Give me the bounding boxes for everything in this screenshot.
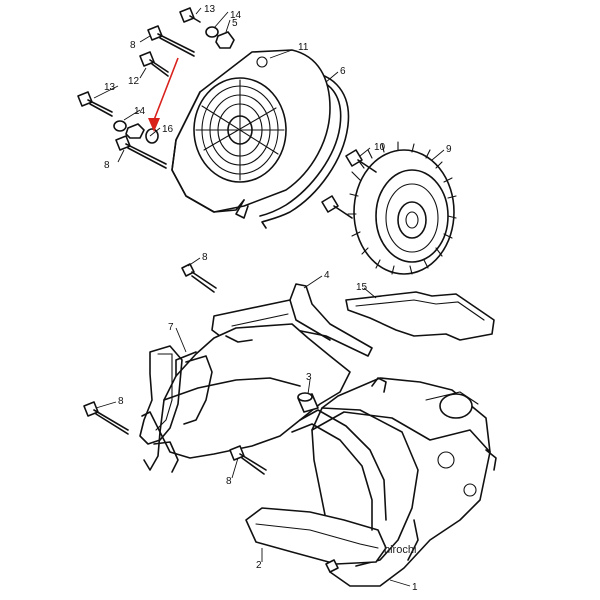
- label-6: 6: [340, 66, 346, 77]
- label-9: 9: [446, 144, 452, 155]
- lower-bolts: [83, 401, 339, 573]
- label-8: 8: [202, 252, 208, 263]
- callout-labels: 13 14 5 8 11 6 12 13 14 16 8 10 9 8 4 15…: [104, 4, 452, 593]
- label-2: 2: [256, 560, 262, 571]
- label-1: 1: [412, 582, 418, 593]
- label-14: 14: [230, 10, 242, 21]
- fan-cover-part-11: [171, 49, 331, 219]
- label-13: 13: [204, 4, 216, 15]
- upper-fasteners: [77, 7, 235, 169]
- label-11: 11: [298, 42, 309, 53]
- air-duct-part-7: [139, 323, 351, 473]
- label-12: 12: [128, 76, 140, 87]
- screws-part-10: [321, 149, 377, 219]
- dowel-part-3: [297, 392, 319, 413]
- label-15: 15: [356, 282, 368, 293]
- label-7: 7: [168, 322, 174, 333]
- leader-lines: [93, 7, 445, 587]
- label-16: 16: [162, 124, 174, 135]
- label-4: 4: [324, 270, 330, 281]
- flywheel-fan-part-9: [347, 141, 457, 275]
- label-13: 13: [104, 82, 116, 93]
- label-8: 8: [130, 40, 136, 51]
- watermark: hirochi: [384, 544, 416, 556]
- gasket-part-15: [345, 291, 495, 341]
- belt-guide-part-2: [245, 409, 387, 565]
- label-8: 8: [118, 396, 124, 407]
- highlight-arrow: [148, 57, 179, 132]
- label-8: 8: [104, 160, 110, 171]
- label-8: 8: [226, 476, 232, 487]
- label-5: 5: [232, 18, 238, 29]
- label-14: 14: [134, 106, 146, 117]
- label-3: 3: [306, 372, 312, 383]
- label-10: 10: [374, 142, 386, 153]
